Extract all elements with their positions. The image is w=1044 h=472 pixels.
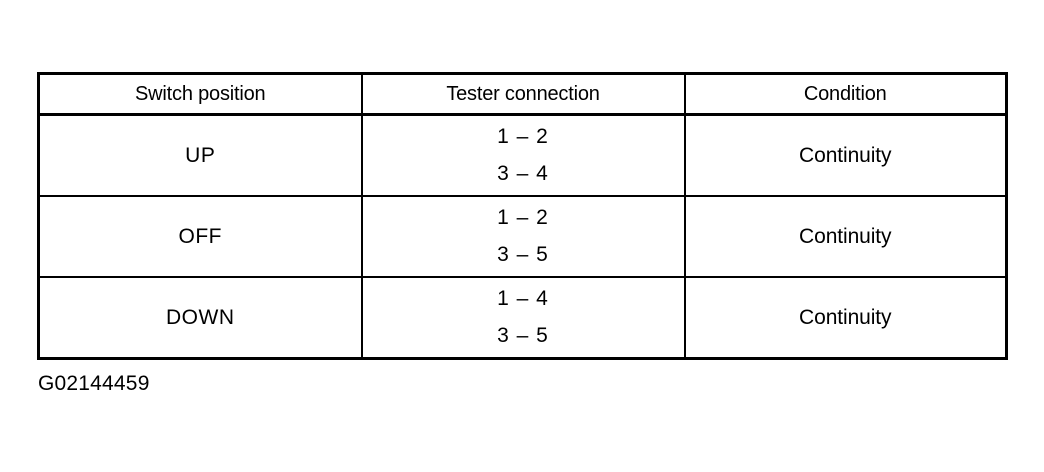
- tester-pair: 1 – 2: [497, 205, 549, 229]
- cell-condition: Continuity: [683, 113, 1008, 197]
- tester-pair: 3 – 5: [497, 323, 549, 347]
- cell-switch-position: DOWN: [37, 276, 363, 360]
- tester-pair: 3 – 5: [497, 242, 549, 266]
- table-row: OFF 1 – 2 3 – 5 Continuity: [37, 195, 1008, 278]
- tester-pair: 1 – 4: [497, 286, 549, 310]
- cell-condition: Continuity: [683, 276, 1008, 360]
- tester-pair: 1 – 2: [497, 124, 549, 148]
- cell-condition: Continuity: [683, 195, 1008, 278]
- cell-tester-connection: 1 – 2 3 – 5: [360, 195, 686, 278]
- table-header-row: Switch position Tester connection Condit…: [37, 72, 1008, 116]
- column-header-switch-position: Switch position: [37, 72, 363, 116]
- table-row: DOWN 1 – 4 3 – 5 Continuity: [37, 276, 1008, 360]
- cell-tester-connection: 1 – 2 3 – 4: [360, 113, 686, 197]
- cell-tester-connection: 1 – 4 3 – 5: [360, 276, 686, 360]
- table-row: UP 1 – 2 3 – 4 Continuity: [37, 113, 1008, 197]
- cell-switch-position: OFF: [37, 195, 363, 278]
- switch-continuity-table: Switch position Tester connection Condit…: [37, 72, 1008, 360]
- column-header-condition: Condition: [683, 72, 1008, 116]
- tester-pair: 3 – 4: [497, 161, 549, 185]
- figure-caption: G02144459: [38, 372, 150, 395]
- column-header-tester-connection: Tester connection: [360, 72, 686, 116]
- cell-switch-position: UP: [37, 113, 363, 197]
